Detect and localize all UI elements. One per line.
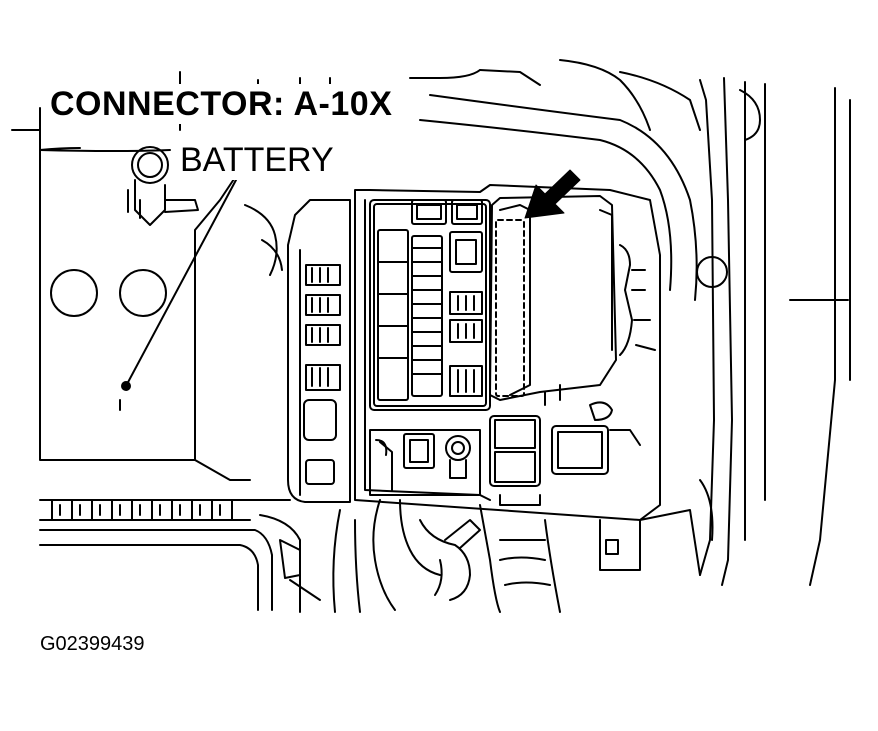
lower-harness-tray: [39, 499, 321, 613]
battery-leader-line: [121, 179, 237, 391]
battery: [39, 146, 251, 481]
connector-a10x-outline: [495, 219, 525, 397]
figure-id: G02399439: [40, 633, 145, 655]
battery-callout-label: BATTERY: [176, 140, 338, 180]
right-fender: [696, 77, 851, 586]
fuse-box: [354, 184, 661, 521]
pointer-arrow: [524, 169, 581, 219]
connector-title: CONNECTOR: A-10X: [44, 84, 399, 124]
connector-cover: [489, 195, 656, 421]
wire-harness: [332, 499, 701, 613]
left-fuse-column: [244, 199, 351, 503]
lower-relays: [369, 415, 641, 506]
engine-bay-outline: [11, 59, 701, 301]
